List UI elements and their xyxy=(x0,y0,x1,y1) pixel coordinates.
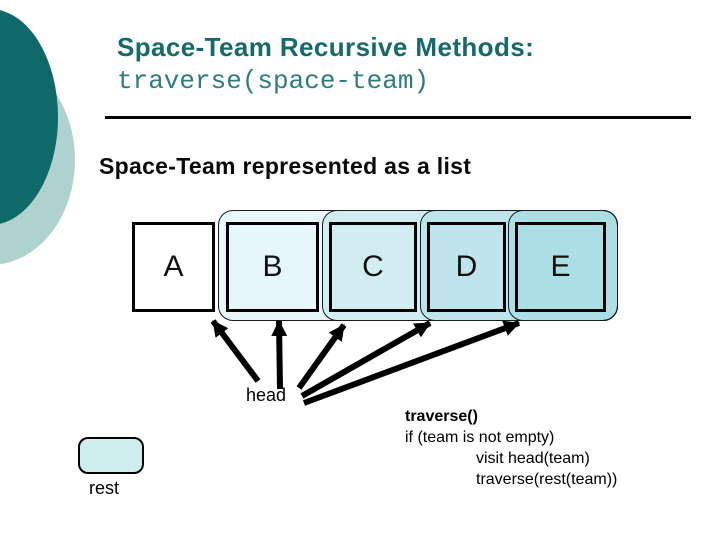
arrow-head-to-B xyxy=(271,320,288,390)
list-element-box: B xyxy=(226,222,319,312)
list-element-box: E xyxy=(515,222,606,312)
list-element-label: A xyxy=(163,250,184,283)
rest-legend-swatch xyxy=(78,437,144,474)
pseudocode-line: traverse(rest(team)) xyxy=(476,471,618,488)
pseudocode-line: visit head(team) xyxy=(476,450,590,467)
arrow-head-to-C xyxy=(296,323,347,390)
title-divider-line xyxy=(105,116,691,119)
list-element-label: D xyxy=(455,250,478,283)
nested-list-layer-3 xyxy=(420,210,618,321)
head-label: head xyxy=(246,385,287,405)
slide-title-code: traverse(space-team) xyxy=(117,65,430,96)
list-element-box: D xyxy=(427,222,506,312)
list-element-box: C xyxy=(329,222,417,312)
pseudocode-line: traverse() xyxy=(405,408,478,425)
arrow-head-to-E xyxy=(302,320,521,406)
slide-title: Space-Team Recursive Methods: traverse(s… xyxy=(117,32,535,97)
list-element-box: A xyxy=(132,222,215,312)
arrow-head-to-D xyxy=(300,320,432,399)
list-element-label: B xyxy=(262,250,283,283)
rest-legend-label: rest xyxy=(89,478,120,498)
slide-title-text: Space-Team Recursive Methods: xyxy=(117,32,535,62)
nested-list-layer-1 xyxy=(218,210,618,321)
pseudocode-block: traverse() if (team is not empty) visit … xyxy=(405,406,617,490)
slide-heading: Space-Team represented as a list xyxy=(99,153,472,179)
nested-list-layer-4 xyxy=(508,210,618,321)
list-element-label: C xyxy=(362,250,384,283)
arrow-head-to-A xyxy=(210,319,261,383)
list-element-label: E xyxy=(550,250,571,283)
pseudocode-line: if (team is not empty) xyxy=(405,429,555,446)
